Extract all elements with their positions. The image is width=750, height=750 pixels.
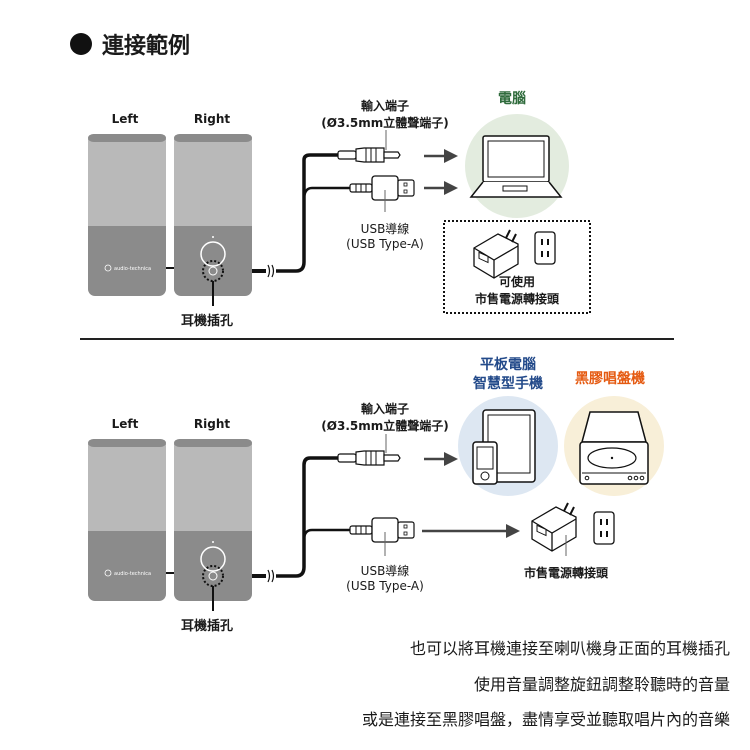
usb-cable-spec: (USB Type-A) [346,579,424,593]
power-outlet-icon [593,511,615,545]
caption-line-1: 也可以將耳機連接至喇叭機身正面的耳機插孔 [409,639,730,658]
laptop-icon [469,135,563,198]
left-speaker [87,438,167,602]
turntable-label: 黑膠唱盤機 [575,371,645,387]
input-terminal-spec: (Ø3.5mm立體聲端子) [321,116,449,130]
adapter-note-box [443,220,591,314]
power-outlet-icon [534,231,556,265]
left-speaker-label: Left [111,112,139,126]
input-terminal-label: 輸入端子 [360,99,409,113]
turntable-icon [579,411,649,485]
section-divider [80,338,674,340]
left-speaker [87,133,167,297]
tablet-label-line2: 智慧型手機 [473,376,543,392]
stereo-plug-icon [337,450,401,466]
right-speaker-label: Right [193,112,231,126]
right-speaker [173,133,253,297]
usb-plug-icon [349,517,415,543]
adapter-label: 市售電源轉接頭 [523,566,608,580]
tablet-label: 平板電腦 智慧型手機 [458,356,558,394]
adapter-note-line2: 市售電源轉接頭 [474,292,559,306]
usb-cable-label: USB導線 [360,222,410,236]
tablet-phone-icon [472,409,536,485]
caption-line-3: 或是連接至黑膠唱盤，盡情享受並聽取唱片內的音樂 [361,710,730,729]
long-arrow-icon [422,524,520,538]
power-adapter-icon [473,229,519,279]
left-speaker-label: Left [111,417,139,431]
arrow-icon [422,179,460,197]
bullet-icon [70,33,92,55]
computer-label: 電腦 [498,91,526,107]
usb-cable-label: USB導線 [360,564,410,578]
right-speaker-label: Right [193,417,231,431]
right-speaker [173,438,253,602]
arrow-icon [422,450,460,468]
tablet-label-line1: 平板電腦 [480,357,536,373]
power-adapter-icon [531,502,577,552]
arrow-icon [422,147,460,165]
input-terminal-spec: (Ø3.5mm立體聲端子) [321,419,449,433]
section-title-text: 連接範例 [102,34,191,59]
headphone-jack-label: 耳機插孔 [181,619,234,634]
stereo-plug-icon [337,147,401,163]
caption-line-2: 使用音量調整旋鈕調整聆聽時的音量 [473,675,730,694]
input-terminal-label: 輸入端子 [360,402,409,416]
adapter-note-line1: 可使用 [498,275,535,289]
usb-plug-icon [349,175,415,201]
headphone-jack-label: 耳機插孔 [181,314,234,329]
section-title: 連接範例 [70,28,190,60]
usb-cable-spec: (USB Type-A) [346,237,424,251]
